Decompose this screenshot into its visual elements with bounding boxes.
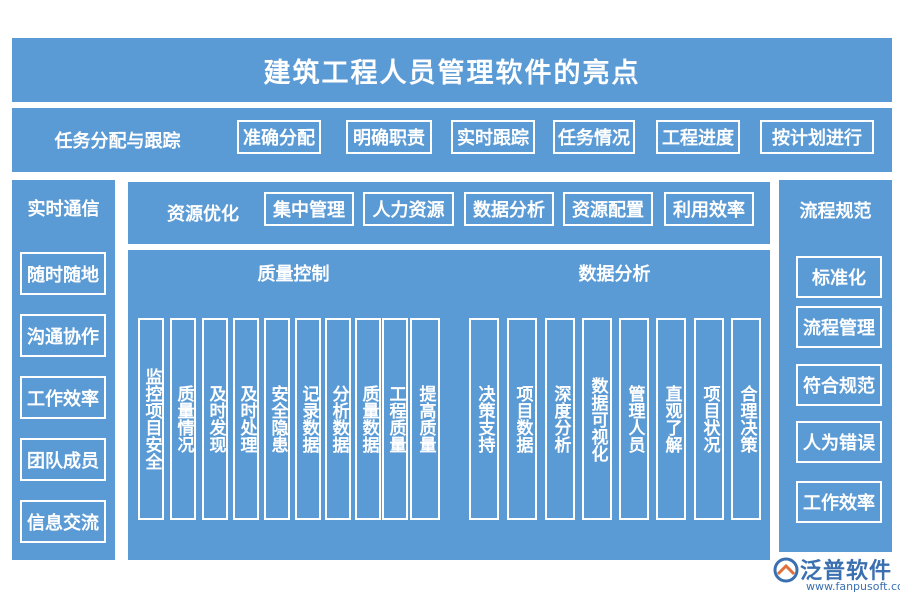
analysis-panel-title: 数据分析 <box>578 264 651 285</box>
quality-item: 质量数据 <box>355 318 381 520</box>
quality-item: 提高质量 <box>410 318 440 520</box>
right-panel-item: 人为错误 <box>796 421 882 463</box>
analysis-item: 直观了解 <box>656 318 686 520</box>
quality-item: 工程质量 <box>382 318 408 520</box>
left-panel-item: 沟通协作 <box>20 314 106 357</box>
left-panel-item: 随时随地 <box>20 252 106 295</box>
analysis-item: 决策支持 <box>469 318 499 520</box>
resource-tag: 集中管理 <box>264 192 354 226</box>
task-tag: 按计划进行 <box>760 120 874 154</box>
quality-item: 及时发现 <box>202 318 228 520</box>
logo-name: 泛普软件 <box>800 559 893 584</box>
quality-item: 监控项目安全 <box>138 318 164 520</box>
left-panel-title: 实时通信 <box>27 199 100 220</box>
analysis-item: 合理决策 <box>731 318 761 520</box>
quality-panel-title: 质量控制 <box>257 264 330 285</box>
left-panel-item: 团队成员 <box>20 438 106 481</box>
right-panel-item: 标准化 <box>796 256 882 298</box>
analysis-item: 项目状况 <box>694 318 724 520</box>
task-tag: 准确分配 <box>237 120 321 154</box>
fanpu-logo-icon <box>773 557 799 583</box>
right-panel-item: 符合规范 <box>796 364 882 406</box>
right-panel-title: 流程规范 <box>799 201 872 222</box>
resource-tag: 利用效率 <box>664 192 754 226</box>
task-tag: 明确职责 <box>346 120 432 154</box>
right-panel-item: 工作效率 <box>796 481 882 523</box>
resource-tag: 资源配置 <box>563 192 653 226</box>
quality-item: 记录数据 <box>295 318 321 520</box>
resource-tag: 数据分析 <box>464 192 554 226</box>
quality-item: 分析数据 <box>325 318 351 520</box>
task-tag: 实时跟踪 <box>451 120 535 154</box>
analysis-item: 项目数据 <box>507 318 537 520</box>
task-row-label: 任务分配与跟踪 <box>54 131 181 152</box>
resource-row-label: 资源优化 <box>167 204 239 225</box>
left-panel <box>12 180 115 560</box>
resource-tag: 人力资源 <box>363 192 454 226</box>
left-panel-item: 信息交流 <box>20 500 106 543</box>
quality-item: 及时处理 <box>233 318 259 520</box>
quality-item: 质量情况 <box>170 318 196 520</box>
analysis-item: 数据可视化 <box>582 318 612 520</box>
task-tag: 任务情况 <box>553 120 635 154</box>
analysis-item: 管理人员 <box>619 318 649 520</box>
analysis-item: 深度分析 <box>545 318 575 520</box>
logo-url: www.fanpusoft.com <box>806 580 900 593</box>
left-panel-item: 工作效率 <box>20 376 106 419</box>
right-panel-item: 流程管理 <box>796 306 882 348</box>
page-title: 建筑工程人员管理软件的亮点 <box>12 38 892 102</box>
quality-item: 安全隐患 <box>264 318 290 520</box>
task-tag: 工程进度 <box>656 120 740 154</box>
page-title-text: 建筑工程人员管理软件的亮点 <box>263 57 641 89</box>
